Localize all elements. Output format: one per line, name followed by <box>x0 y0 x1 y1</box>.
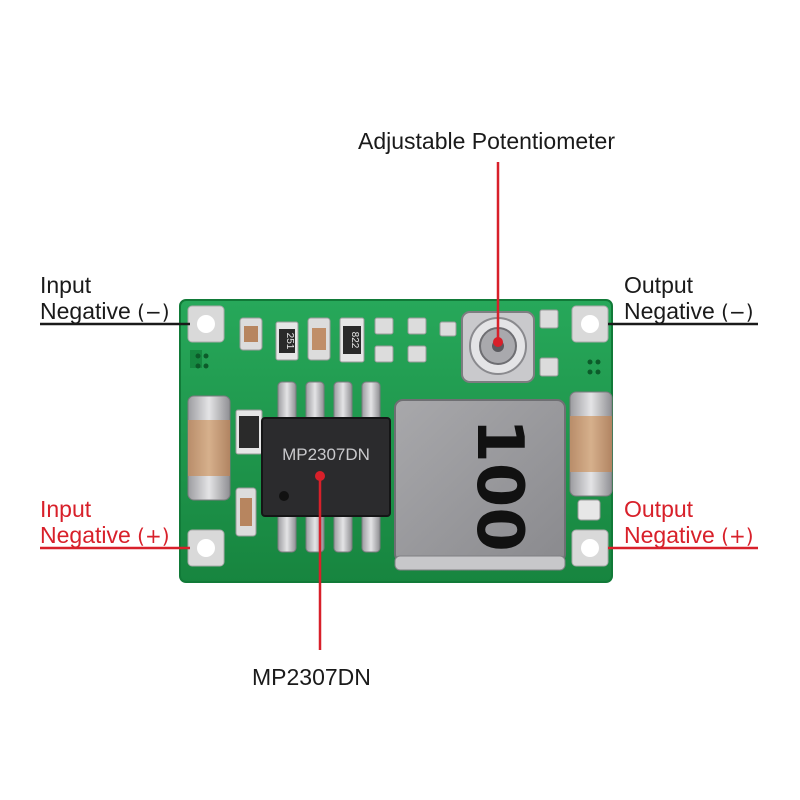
input-negative-top-line1: Input <box>40 272 92 298</box>
mounting-pads <box>187 305 609 567</box>
resistor-2-marking: 822 <box>349 332 360 349</box>
inductor <box>394 399 566 571</box>
chip-marking: MP2307DN <box>282 445 370 464</box>
chip-label: MP2307DN <box>252 664 371 690</box>
output-negative-bottom-sign: (+) <box>721 524 754 548</box>
inductor-marking: 100 <box>462 418 536 552</box>
input-negative-top-line2-wrap: Negative (−) <box>40 298 170 325</box>
left-smd-components <box>235 409 263 537</box>
top-smd-components <box>190 309 601 377</box>
output-negative-bottom-line2-wrap: Negative (+) <box>624 522 754 549</box>
left-capacitor <box>187 395 231 501</box>
output-negative-top-line1: Output <box>624 272 694 298</box>
chip-callout-dot <box>315 471 325 481</box>
ic-chip <box>261 381 391 553</box>
output-negative-top-line2: Negative <box>624 298 715 324</box>
output-negative-top-sign: (−) <box>721 300 754 324</box>
output-negative-bottom-line2: Negative <box>624 522 715 548</box>
input-negative-bottom-label: Input Negative (+) <box>40 496 170 549</box>
output-negative-top-label: Output Negative (−) <box>624 272 754 325</box>
input-negative-bottom-line2-wrap: Negative (+) <box>40 522 170 549</box>
resistor-1-marking: 251 <box>284 333 295 350</box>
input-negative-top-label: Input Negative (−) <box>40 272 170 325</box>
potentiometer-callout-dot <box>493 337 503 347</box>
input-negative-bottom-line1: Input <box>40 496 92 522</box>
input-negative-bottom-sign: (+) <box>137 524 170 548</box>
output-negative-bottom-label: Output Negative (+) <box>624 496 754 549</box>
right-capacitor <box>569 391 613 521</box>
potentiometer-label: Adjustable Potentiometer <box>358 128 615 154</box>
input-negative-top-sign: (−) <box>137 300 170 324</box>
input-negative-top-line2: Negative <box>40 298 131 324</box>
callout-lines <box>40 162 758 650</box>
output-negative-top-line2-wrap: Negative (−) <box>624 298 754 325</box>
output-negative-bottom-line1: Output <box>624 496 694 522</box>
input-negative-bottom-line2: Negative <box>40 522 131 548</box>
